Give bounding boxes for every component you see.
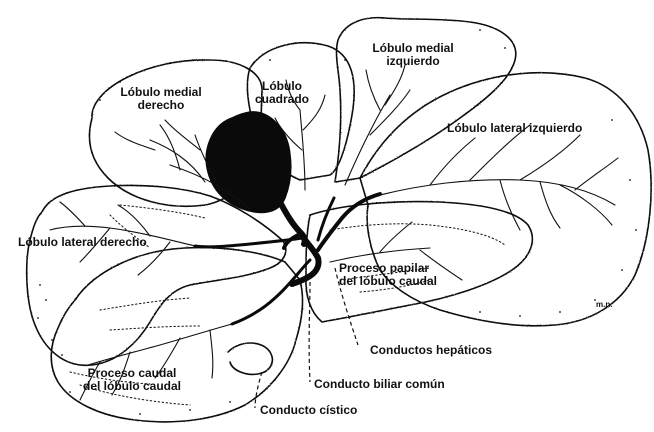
label-left-medial-lobe: Lóbulo medial izquierdo	[358, 42, 468, 68]
label-hepatic-ducts: Conductos hepáticos	[370, 344, 492, 357]
label-quadrate-lobe: Lóbulo cuadrado	[250, 80, 314, 106]
label-common-bile-duct: Conducto biliar común	[314, 378, 445, 391]
label-caudal-process: Proceso caudal del lóbulo caudal	[70, 367, 194, 393]
caudal-process-notch	[228, 343, 272, 374]
right-lateral-lobe-outline	[27, 185, 286, 365]
label-right-lateral-lobe: Lóbulo lateral derecho	[18, 236, 147, 249]
caudal-process-outline	[51, 248, 302, 422]
leader-conducto-biliar	[309, 282, 310, 382]
label-caudal-process-line2: del lóbulo caudal	[70, 380, 194, 393]
label-right-medial-lobe-line2: derecho	[113, 99, 209, 112]
artist-signature: m.n.	[596, 298, 612, 311]
label-cystic-duct: Conducto cístico	[260, 404, 357, 417]
label-papillary-process-line2: del lóbulo caudal	[339, 275, 437, 288]
label-left-lateral-lobe: Lóbulo lateral izquierdo	[447, 122, 582, 135]
hepatic-duct-caudal	[232, 260, 310, 324]
label-right-medial-lobe: Lóbulo medial derecho	[113, 86, 209, 112]
label-quadrate-lobe-line2: cuadrado	[250, 93, 314, 106]
label-left-medial-lobe-line2: izquierdo	[358, 55, 468, 68]
biliary-branches	[50, 65, 618, 400]
label-papillary-process: Proceso papilar del lóbulo caudal	[339, 262, 437, 288]
